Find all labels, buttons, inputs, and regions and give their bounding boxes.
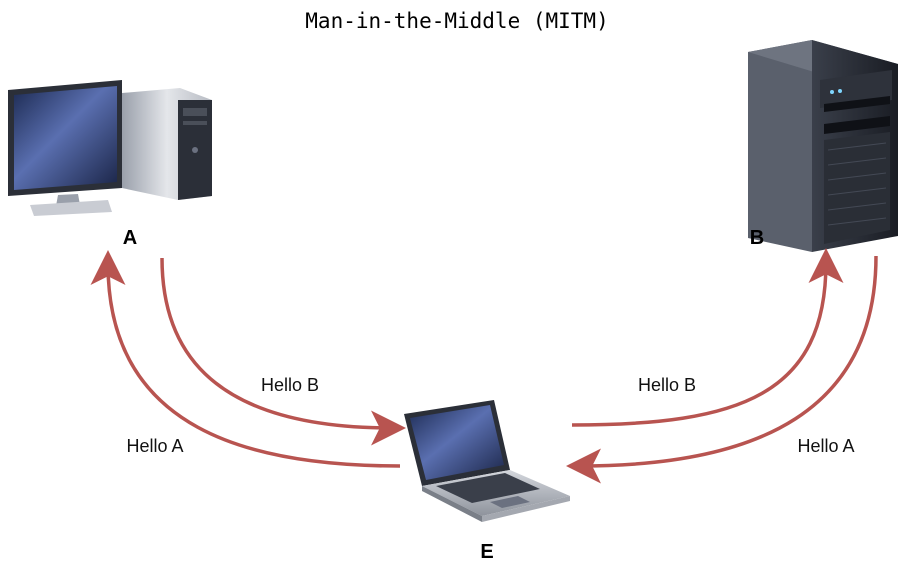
- arrow-e-to-a: [90, 250, 401, 468]
- arrow-e-to-b: [571, 248, 844, 427]
- desktop-computer-icon: [8, 80, 212, 216]
- laptop-icon: [404, 400, 570, 522]
- node-label-e: E: [480, 541, 493, 563]
- message-b-to-e: Hello A: [797, 436, 854, 456]
- node-label-b: B: [750, 227, 764, 249]
- server-tower-icon: [748, 40, 898, 252]
- diagram-title: Man-in-the-Middle (MITM): [305, 9, 609, 33]
- message-a-to-e: Hello B: [261, 375, 319, 395]
- arrow-b-to-e: [566, 255, 878, 484]
- message-e-to-b: Hello B: [638, 375, 696, 395]
- node-label-a: A: [123, 227, 137, 249]
- arrow-a-to-e: [160, 257, 406, 446]
- message-e-to-a: Hello A: [126, 436, 183, 456]
